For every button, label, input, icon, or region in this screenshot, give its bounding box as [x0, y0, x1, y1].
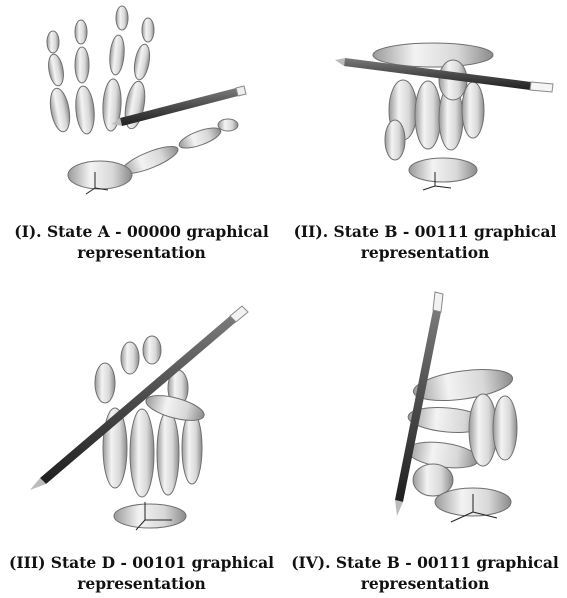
panel-caption: (IV). State B - 00111 graphical represen…	[283, 552, 567, 594]
panel-caption: (III) State D - 00101 graphical represen…	[0, 552, 283, 594]
hand-render-state-d	[0, 298, 283, 546]
caption-line-2: representation	[0, 242, 283, 263]
caption-line-2: representation	[283, 573, 567, 594]
caption-line-2: representation	[283, 242, 567, 263]
hand-render-state-b	[283, 0, 567, 210]
palm-base	[68, 161, 132, 189]
palm-base	[114, 504, 186, 528]
palm-base	[409, 158, 477, 182]
panel-state-b-alt: (IV). State B - 00111 graphical represen…	[283, 280, 567, 598]
panel-state-b: (II). State B - 00111 graphical represen…	[283, 0, 567, 270]
thumb-bone	[119, 119, 238, 179]
panel-state-a: (I). State A - 00000 graphical represent…	[0, 0, 283, 270]
caption-line-1: (IV). State B - 00111 graphical	[283, 552, 567, 573]
hand-render-state-b-alt	[283, 280, 567, 540]
knuckle-row	[373, 43, 493, 67]
caption-line-1: (II). State B - 00111 graphical	[283, 221, 567, 242]
finger-bone-1	[46, 31, 72, 133]
caption-line-1: (I). State A - 00000 graphical	[0, 221, 283, 242]
finger-bone-2	[74, 20, 96, 135]
caption-line-2: representation	[0, 573, 283, 594]
panel-state-d: (III) State D - 00101 graphical represen…	[0, 298, 283, 598]
panel-caption: (II). State B - 00111 graphical represen…	[283, 221, 567, 263]
panel-caption: (I). State A - 00000 graphical represent…	[0, 221, 283, 263]
finger-bone-3	[102, 6, 128, 131]
hand-render-state-a	[0, 0, 283, 210]
caption-line-1: (III) State D - 00101 graphical	[0, 552, 283, 573]
